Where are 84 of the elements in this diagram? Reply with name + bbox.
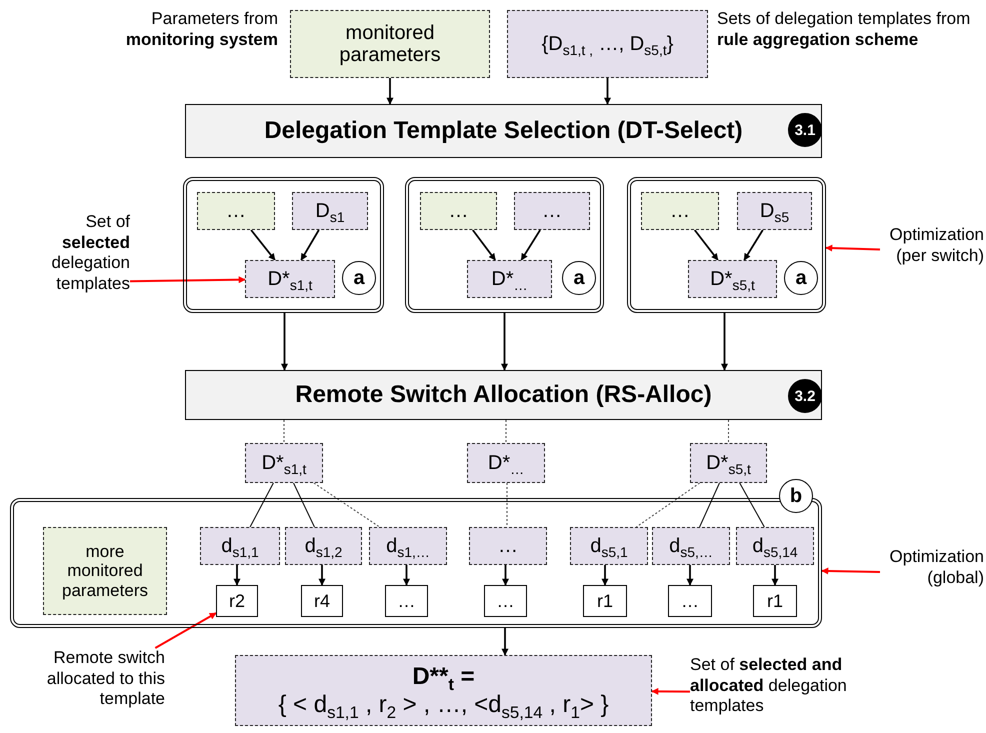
template-box: d$_{s5,14}$ xyxy=(736,527,814,565)
template-box: … xyxy=(197,192,275,230)
annotation-text: Remote switch allocated to this template xyxy=(10,648,165,710)
process-title: Remote Switch Allocation (RS-Alloc) xyxy=(295,381,712,409)
arrow xyxy=(694,229,719,261)
arrow xyxy=(502,565,509,586)
template-box: D*$_{s5,t}$ xyxy=(688,260,777,298)
template-box: D$_{s5}$ xyxy=(737,192,812,230)
template-box: d$_{s1,2}$ xyxy=(285,527,362,565)
connector-line xyxy=(250,482,274,528)
template-box: d$_{s1,1}$ xyxy=(200,527,280,565)
optimization-group xyxy=(183,177,384,313)
result-box xyxy=(235,655,652,726)
template-box: D*$_{s1,t}$ xyxy=(245,443,323,483)
connector-line xyxy=(699,482,720,528)
template-box: D*$_{…}$ xyxy=(467,260,552,298)
step-number: 3.2 xyxy=(788,379,822,413)
optimization-group xyxy=(405,177,604,313)
arrow xyxy=(318,565,326,586)
connector-line xyxy=(313,482,380,528)
arrow xyxy=(825,244,880,252)
switch-box: r2 xyxy=(216,585,258,617)
process-box xyxy=(185,104,822,158)
template-box: D$_{s1}$ xyxy=(292,192,368,230)
annotation-text: Parameters from monitoring system xyxy=(124,9,278,50)
group-marker: a xyxy=(342,261,376,295)
group-marker: a xyxy=(784,261,818,295)
arrow xyxy=(520,230,541,261)
group-marker: a xyxy=(562,261,596,295)
result-title: D**$_{t}$ = xyxy=(412,662,475,690)
connector-line xyxy=(728,420,729,444)
template-box: {D$_{s1,t ,}$ …, D$_{s5,t}$} xyxy=(507,10,708,78)
optimization-group xyxy=(627,177,826,313)
template-box: … xyxy=(469,527,547,565)
annotation-text: Set of selected and allocated delegation templates xyxy=(690,655,890,718)
result-set: { < d$_{s1,1}$ , r$_{2}$ > , …, <d$_{s5,14}$ , r$_{1}$> } xyxy=(278,690,609,718)
arrow xyxy=(743,230,764,261)
template-box: d$_{s5,1}$ xyxy=(570,527,648,565)
arrow xyxy=(154,612,217,649)
arrow xyxy=(300,230,320,261)
arrow xyxy=(250,229,276,261)
connector-line xyxy=(506,482,508,528)
arrow xyxy=(821,568,880,574)
annotation-text: Sets of delegation templates from rule aggregation scheme xyxy=(717,9,972,50)
group-marker: b xyxy=(779,479,813,513)
template-box: monitored parameters xyxy=(290,10,490,78)
arrow xyxy=(403,565,410,586)
connector-line xyxy=(739,482,765,528)
arrow xyxy=(234,565,240,586)
arrow xyxy=(602,565,608,586)
template-box: D*$_{s1,t}$ xyxy=(245,260,335,298)
template-box: … xyxy=(514,192,590,230)
annotation-text: Optimization (per switch) xyxy=(880,225,984,266)
arrow xyxy=(721,313,728,371)
connector-line xyxy=(636,482,700,528)
process-title: Delegation Template Selection (DT-Select) xyxy=(264,117,743,145)
switch-box: r1 xyxy=(753,585,797,617)
connector-line xyxy=(293,482,315,528)
template-box: more monitored parameters xyxy=(43,527,167,615)
template-box: … xyxy=(641,192,719,230)
annotation-text: Optimization (global) xyxy=(880,547,984,588)
annotation-text: Set of selected delegation templates xyxy=(20,212,130,295)
arrow xyxy=(772,565,778,586)
template-box: D*$_{s5,t}$ xyxy=(690,443,767,483)
arrow xyxy=(386,78,394,105)
switch-box: … xyxy=(385,585,428,617)
switch-box: … xyxy=(668,585,712,617)
step-number: 3.1 xyxy=(788,113,822,147)
template-box: d$_{s1,…}$ xyxy=(369,527,447,565)
arrow xyxy=(686,565,694,586)
arrow xyxy=(604,78,611,105)
arrow xyxy=(281,313,288,371)
arrow xyxy=(130,276,246,284)
template-box: … xyxy=(420,192,497,230)
process-box xyxy=(185,370,822,420)
arrow xyxy=(651,688,690,695)
switch-box: … xyxy=(484,585,527,617)
template-box: D*$_{…}$ xyxy=(467,443,545,483)
arrow xyxy=(501,313,508,371)
switch-box: r1 xyxy=(583,585,627,617)
template-box: d$_{s5,…}$ xyxy=(652,527,730,565)
arrow xyxy=(502,628,508,656)
switch-box: r4 xyxy=(301,585,343,617)
arrow xyxy=(472,229,496,261)
